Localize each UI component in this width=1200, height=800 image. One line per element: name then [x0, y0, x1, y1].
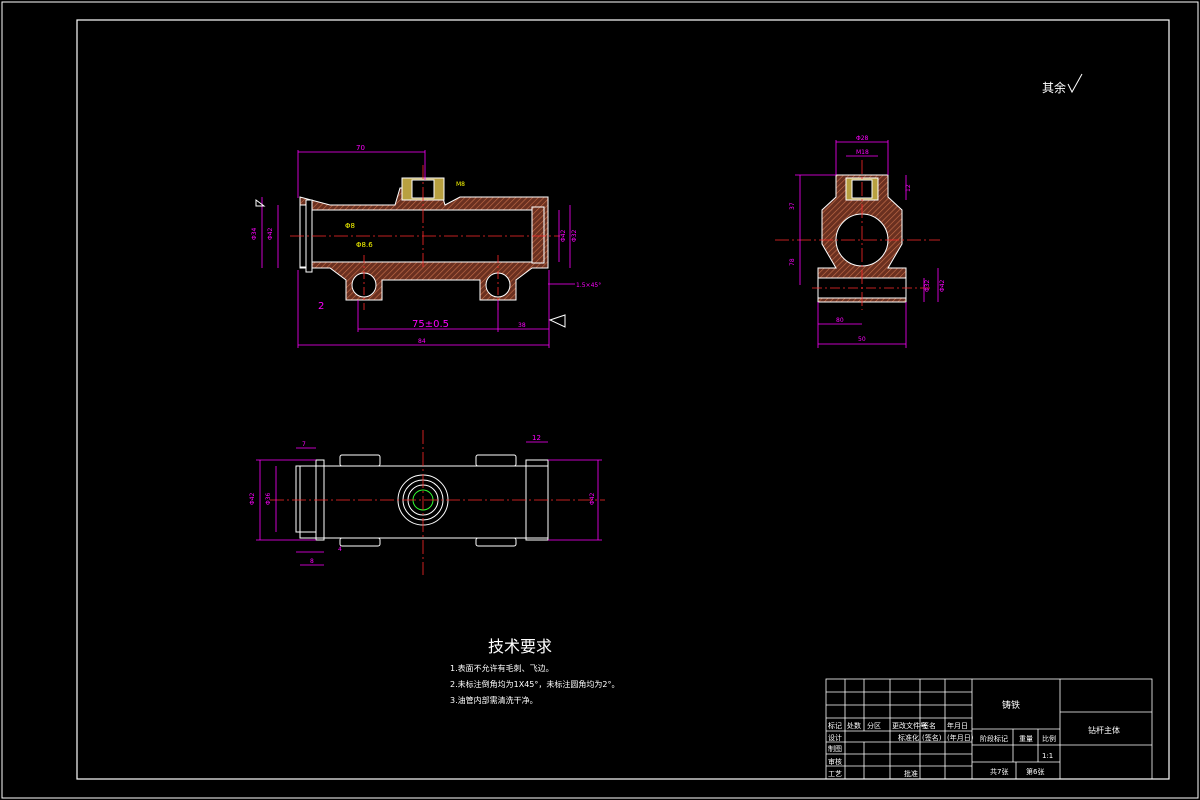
title-check: 审核 [828, 757, 842, 766]
plan-dim-right-dia: Φ42 [589, 492, 596, 505]
roughness-symbol: 其余 [1042, 73, 1083, 95]
title-row-label: 标记 [828, 721, 842, 730]
title-design: 设计 [828, 733, 842, 742]
dim-center-span: 75±0.5 [412, 319, 449, 330]
side-dim-height-top: 37 [789, 202, 796, 210]
dim-dia-right: Φ32 [571, 229, 578, 242]
tech-req-title: 技术要求 [488, 637, 552, 656]
title-weight: 重量 [1019, 735, 1033, 743]
title-sheets-total: 共7张 [990, 767, 1008, 776]
dim-left-small: 2 [318, 301, 324, 312]
title-row-label: 签名 [922, 721, 936, 730]
side-dim-right: 12 [905, 184, 912, 192]
roughness-triangle-left [255, 199, 266, 207]
title-draw: 制图 [828, 744, 842, 753]
title-part-name: 钻杆主体 [1088, 725, 1120, 735]
side-dim-top-dia: Φ28 [856, 135, 869, 142]
plan-dim-left-dia: Φ42 [249, 492, 256, 505]
title-date: (年月日) [947, 733, 974, 742]
title-process: 工艺 [828, 770, 842, 778]
title-sheet-no: 第6张 [1026, 767, 1044, 776]
title-row-label: 分区 [867, 721, 881, 730]
title-row-label: 年月日 [947, 721, 968, 730]
side-dim-base-dia: Φ42 [939, 279, 946, 292]
technical-requirements: 技术要求 1.表面不允许有毛刺、飞边。 2.未标注倒角均为1X45°，未标注圆角… [450, 637, 619, 705]
plan-dim-left-dia2: Φ36 [265, 492, 272, 505]
inner-frame [76, 19, 1170, 780]
title-row-label: 更改文件号 [892, 721, 927, 730]
dim-thread: M8 [456, 181, 465, 188]
side-dim-base-half: 50 [858, 336, 866, 343]
dim-bore: Φ8 [345, 222, 355, 230]
title-standard: 标准化 [898, 733, 919, 742]
side-section-view: Φ28 M18 37 78 12 80 50 Φ42 Φ32 [775, 135, 946, 348]
title-stage: 阶段标记 [980, 734, 1008, 743]
dim-overall: 84 [418, 338, 426, 345]
tech-req-item: 3.油管内部需清洗干净。 [450, 695, 538, 705]
title-block [825, 678, 1153, 780]
title-approve: 批准 [904, 769, 918, 778]
title-scale-label: 比例 [1042, 734, 1056, 743]
plan-dim-bottom-b: 8 [310, 558, 314, 565]
dim-hole: Φ8.6 [356, 241, 373, 249]
roughness-triangle-right [548, 314, 566, 328]
dim-dia-right2: Φ42 [560, 229, 567, 242]
plan-dim-top-right: 12 [532, 434, 541, 442]
dim-dia-outer: Φ34 [251, 227, 258, 240]
tech-req-item: 1.表面不允许有毛刺、飞边。 [450, 663, 554, 673]
title-row-label: 处数 [847, 721, 861, 730]
plan-dim-top-small: 7 [302, 441, 306, 448]
plan-dim-bottom-a: 4 [338, 546, 342, 553]
title-scale: 1:1 [1042, 752, 1053, 760]
dim-chamfer: 1.5×45° [576, 282, 601, 289]
roughness-note-text: 其余 [1042, 80, 1066, 95]
tech-req-item: 2.未标注倒角均为1X45°，未标注圆角均为2°。 [450, 679, 619, 689]
title-sign: (签名) [922, 733, 942, 742]
side-dim-base-width: 80 [836, 317, 844, 324]
front-section-view: 70 75±0.5 38 84 2 1.5×45° Φ34 Φ42 Φ32 Φ4… [251, 144, 601, 348]
plan-view: Φ42 Φ36 Φ42 7 12 4 8 [249, 430, 605, 575]
dim-top-length: 70 [356, 144, 365, 152]
dim-dia-inner: Φ42 [267, 227, 274, 240]
side-dim-top-thread: M18 [856, 149, 869, 156]
side-dim-base-bore: Φ32 [924, 279, 931, 292]
side-dim-height-mid: 78 [789, 258, 796, 266]
dim-right-offset: 38 [518, 322, 526, 329]
title-material: 铸铁 [1002, 699, 1020, 711]
title-block-text: 铸铁 钻杆主体 标记 处数 分区 更改文件号 签名 年月日 设计 标准化 (签名… [828, 699, 1120, 778]
